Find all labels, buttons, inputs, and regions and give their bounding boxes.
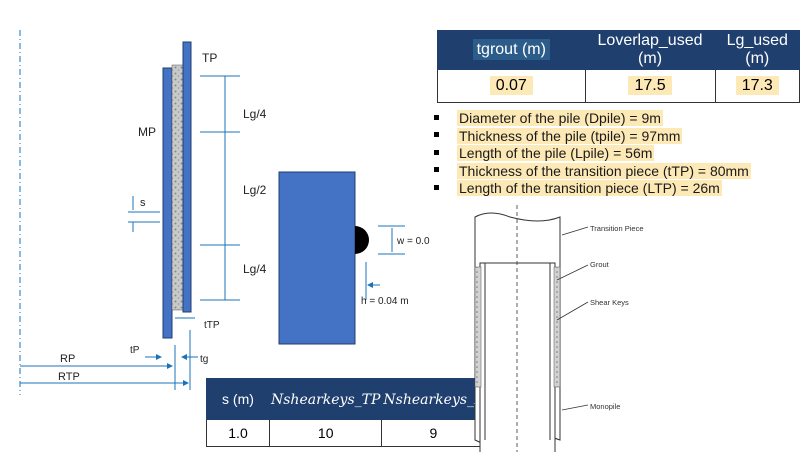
grout-strip-left <box>474 266 482 388</box>
header-s: s (m) <box>206 378 270 420</box>
value-loverlap: 17.5 <box>584 69 716 103</box>
list-item: Length of the pile (Lpile) = 56m <box>434 145 751 163</box>
list-item: Thickness of the transition piece (tTP) … <box>434 162 751 181</box>
lg4-top-label: Lg/4 <box>243 107 267 121</box>
tg-label: tg <box>200 354 208 365</box>
value-s: 1.0 <box>206 419 270 447</box>
monopile-wall <box>162 67 173 339</box>
pile-properties-list: Diameter of the pile (Dpile) = 9m Thickn… <box>434 110 751 198</box>
monopile-section-diagram: Transition Piece Grout Shear Keys Monopi… <box>474 205 644 452</box>
lg4-bottom-label: Lg/4 <box>243 262 267 276</box>
transition-piece-wall <box>182 41 192 313</box>
grout-label: Grout <box>590 260 610 269</box>
header-tgrout: tgrout (m) <box>437 30 586 70</box>
header-loverlap: Loverlap_used (m) <box>584 30 716 70</box>
shear-key-bead <box>355 226 369 254</box>
mp-label: MP <box>138 125 156 139</box>
list-item: Length of the transition piece (LTP) = 2… <box>434 180 751 198</box>
tp-label: TP <box>202 51 217 65</box>
grout-parameters-table: tgrout (m) Loverlap_used (m) Lg_used (m)… <box>437 30 800 103</box>
rtp-label: RTP <box>58 371 80 383</box>
value-lg-used: 17.3 <box>714 69 800 103</box>
shear-key-wall <box>278 171 356 345</box>
lg2-label: Lg/2 <box>243 183 267 197</box>
list-item: Thickness of the pile (tpile) = 97mm <box>434 127 751 146</box>
value-n-p: 9 <box>381 419 486 447</box>
s-label: s <box>140 197 146 209</box>
grout-strip-right <box>553 266 561 388</box>
header-n-p: Nshearkeys_P <box>381 378 486 420</box>
shear-keys-label: Shear Keys <box>590 298 629 307</box>
ttp-label: tTP <box>204 320 220 331</box>
shear-keys-table: s (m) Nshearkeys_TP Nshearkeys_P 1.0 10 … <box>206 378 486 447</box>
value-n-tp: 10 <box>268 419 383 447</box>
grouted-connection-diagram: TP MP s Lg/4 Lg/2 Lg/4 tTP tP tg RP RTP … <box>19 30 430 395</box>
grout-layer <box>171 64 184 311</box>
header-n-tp: Nshearkeys_TP <box>268 378 383 420</box>
value-tgrout: 0.07 <box>437 69 586 103</box>
header-lg-used: Lg_used (m) <box>714 30 800 70</box>
list-item: Diameter of the pile (Dpile) = 9m <box>434 110 751 128</box>
monopile-label: Monopile <box>590 402 620 411</box>
h-label: h = 0.04 m <box>361 296 409 307</box>
w-label: w = 0.08m <box>396 236 430 247</box>
transition-piece-label: Transition Piece <box>590 224 644 233</box>
tp-thickness-label: tP <box>130 345 140 356</box>
rp-label: RP <box>60 353 75 365</box>
